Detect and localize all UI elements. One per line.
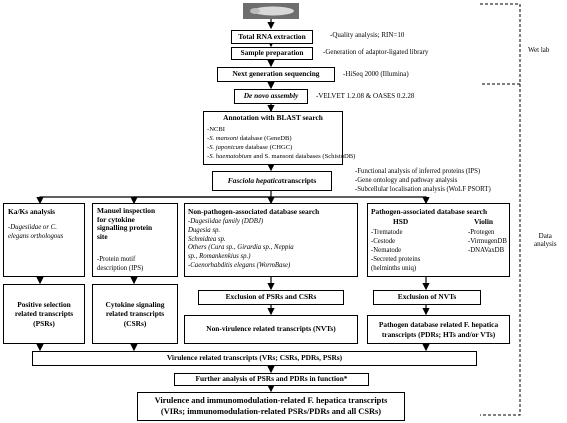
csr-box: Cytokine signaling related transcripts (… — [92, 284, 178, 344]
violin-label: Violin — [474, 217, 494, 226]
nonpathogen-search-box: Non-pathogen-associated database search … — [184, 203, 358, 277]
sample-prep-box: Sample preparation — [231, 47, 313, 60]
branch-manual — [130, 196, 271, 205]
virulence-related-label: Virulence related transcripts (VRs; CSRs… — [166, 353, 343, 363]
further-analysis-label: Further analysis of PSRs and PDRs in fun… — [195, 374, 348, 384]
data-analysis-label: Data analysis — [534, 232, 557, 249]
annotation-title: Annotation with BLAST search — [223, 113, 323, 122]
branch-path — [271, 196, 430, 205]
exclusion-nvt-label: Exclusion of NVTs — [397, 292, 457, 302]
ngs-box: Next generation sequencing — [217, 67, 335, 82]
violin-list: -Protegen -VirmugenDB -DNAVaxDB — [468, 229, 507, 254]
manual-note2: description (IPS) — [97, 265, 144, 272]
hsd-label: HSD — [393, 217, 409, 226]
wetlab-bracket — [480, 3, 521, 85]
denovo-assembly-label: De novo assembly — [243, 91, 299, 101]
nonpathogen-list: -Dugesiidae family (DDBJ) Dugesia sp. Sc… — [188, 218, 294, 269]
kaks-line2: elegans orthologous — [8, 233, 64, 240]
annotation-box: Annotation with BLAST search — [203, 111, 343, 165]
hiseq-note: -HiSeq 2000 (Illumina) — [343, 70, 409, 78]
nonpathogen-title: Non-pathogen-associated database search — [188, 207, 320, 216]
exclusion-psr-csr-box: Exclusion of PSRs and CSRs — [198, 290, 344, 305]
rna-extraction-box: Total RNA extraction — [231, 30, 313, 44]
wetlab-label: Wet lab — [528, 46, 550, 54]
pathogen-search-box: Pathogen-associated database search HSD … — [367, 203, 510, 277]
fasciola-analysis-notes: -Functional analysis of inferred protein… — [355, 168, 491, 194]
further-analysis-box: Further analysis of PSRs and PDRs in fun… — [174, 373, 369, 386]
virulence-related-box: Virulence related transcripts (VRs; CSRs… — [32, 351, 477, 366]
final-vir-box: Virulence and immunomodulation-related F… — [137, 392, 405, 421]
fasciola-transcripts-box: Fasciola hepatica transcripts — [212, 171, 332, 191]
kaks-analysis-box: Ka/Ks analysis -Dugesiidae or C. elegans… — [3, 203, 85, 277]
library-note: -Generation of adaptor-ligated library — [323, 48, 429, 56]
kaks-line1: -Dugesiidae or C. — [8, 224, 57, 231]
manual-note1: -Protein motif — [97, 256, 136, 263]
liver-fluke-photo — [243, 3, 299, 19]
kaks-title: Ka/Ks analysis — [8, 207, 56, 216]
manual-title: Manuel inspection for cytokine signallin… — [97, 206, 156, 241]
psr-box: Positive selection related transcripts (… — [3, 284, 85, 344]
nvt-label: Non-virulence related transcripts (NVTs) — [206, 324, 336, 334]
annotation-db-list: -NCBI -S. mansoni database (GeneDB) -S. … — [207, 126, 356, 161]
pdr-box: Pathogen database related F. hepatica tr… — [367, 315, 510, 344]
quality-note: -Quality analysis; RIN=10 — [330, 31, 405, 39]
data-analysis-bracket — [480, 84, 521, 416]
rna-extraction-label: Total RNA extraction — [238, 31, 306, 41]
pathogen-title: Pathogen-associated database search — [371, 207, 488, 216]
denovo-assembly-box: De novo assembly — [234, 89, 308, 104]
nvt-box: Non-virulence related transcripts (NVTs) — [184, 315, 358, 344]
manual-inspection-box: Manuel inspection for cytokine signallin… — [92, 203, 178, 277]
exclusion-psr-csr-label: Exclusion of PSRs and CSRs — [225, 292, 317, 302]
velvet-note: -VELVET 1.2.08 & OASES 0.2.28 — [316, 92, 415, 100]
exclusion-nvt-box: Exclusion of NVTs — [373, 290, 481, 305]
ngs-label: Next generation sequencing — [232, 69, 320, 79]
hsd-list: -Trematode -Cestode -Nematode -Secreted … — [371, 229, 421, 272]
sample-prep-label: Sample preparation — [240, 48, 304, 58]
phase-brackets — [480, 3, 521, 416]
